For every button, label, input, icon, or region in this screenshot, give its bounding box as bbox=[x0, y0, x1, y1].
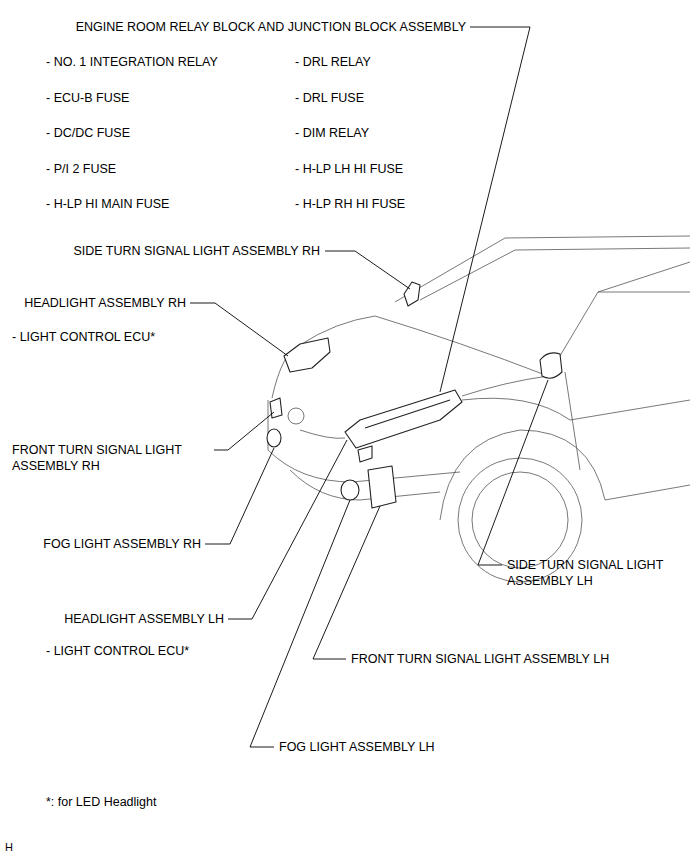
leader-line bbox=[205, 448, 274, 544]
part-name: SIDE TURN SIGNAL LIGHT ASSEMBLY LH bbox=[507, 557, 685, 589]
fender bbox=[462, 398, 570, 420]
part-item: - DIM RELAY bbox=[295, 125, 369, 141]
part-name: FRONT TURN SIGNAL LIGHT ASSEMBLY LH bbox=[351, 651, 609, 667]
roof-line bbox=[420, 248, 690, 300]
leader-line bbox=[313, 506, 380, 659]
hood-edge bbox=[300, 316, 375, 345]
part-item: - DC/DC FUSE bbox=[46, 125, 130, 141]
part-item: - NO. 1 INTEGRATION RELAY bbox=[46, 54, 218, 70]
part-name: FRONT TURN SIGNAL LIGHT ASSEMBLY RH bbox=[12, 442, 210, 474]
a-pillar bbox=[548, 262, 690, 376]
part-item: - H-LP HI MAIN FUSE bbox=[46, 196, 169, 212]
wheel bbox=[472, 472, 568, 568]
hood-edge bbox=[462, 376, 548, 396]
mirror-rh bbox=[404, 282, 420, 306]
part-item: - H-LP RH HI FUSE bbox=[295, 196, 405, 212]
headlight-rh bbox=[284, 338, 330, 372]
part-item: - DRL RELAY bbox=[295, 54, 371, 70]
body-sill bbox=[605, 485, 690, 500]
headlight-lh bbox=[345, 390, 462, 448]
side-window bbox=[598, 292, 690, 293]
leader-line bbox=[250, 500, 350, 747]
part-name: FOG LIGHT ASSEMBLY LH bbox=[279, 739, 435, 755]
leader-line bbox=[190, 303, 288, 356]
part-item: - LIGHT CONTROL ECU* bbox=[46, 643, 189, 659]
part-name: ENGINE ROOM RELAY BLOCK AND JUNCTION BLO… bbox=[76, 19, 466, 35]
leader-line bbox=[440, 27, 530, 392]
door-line bbox=[565, 372, 580, 470]
part-name: HEADLIGHT ASSEMBLY RH bbox=[24, 295, 186, 311]
part-item: - LIGHT CONTROL ECU* bbox=[12, 329, 155, 345]
fog-light-lh-housing bbox=[368, 466, 396, 508]
leader-line bbox=[325, 251, 410, 289]
part-item: - ECU-B FUSE bbox=[46, 90, 129, 106]
leader-line bbox=[478, 380, 548, 565]
footnote: *: for LED Headlight bbox=[46, 794, 156, 810]
front-turn-lh bbox=[358, 446, 372, 462]
fog-light-rh bbox=[267, 429, 281, 447]
part-item: - H-LP LH HI FUSE bbox=[295, 161, 403, 177]
leader-line bbox=[214, 412, 274, 450]
fog-light-lh bbox=[341, 480, 359, 500]
watermark: H bbox=[5, 839, 13, 854]
part-name: FOG LIGHT ASSEMBLY RH bbox=[43, 536, 201, 552]
mirror-lh bbox=[540, 353, 562, 378]
body-side bbox=[570, 400, 690, 420]
headlight-lh-detail bbox=[365, 400, 450, 428]
emblem bbox=[288, 408, 304, 424]
windshield-edge bbox=[375, 316, 548, 376]
part-item: - DRL FUSE bbox=[295, 90, 364, 106]
bumper-lower bbox=[290, 470, 440, 500]
part-item: - P/I 2 FUSE bbox=[46, 161, 116, 177]
leader-line bbox=[228, 440, 347, 619]
front-turn-rh bbox=[270, 398, 282, 418]
roof-line bbox=[395, 236, 690, 302]
part-name: SIDE TURN SIGNAL LIGHT ASSEMBLY RH bbox=[73, 243, 320, 259]
part-name: HEADLIGHT ASSEMBLY LH bbox=[64, 611, 224, 627]
front-grille bbox=[300, 430, 345, 438]
